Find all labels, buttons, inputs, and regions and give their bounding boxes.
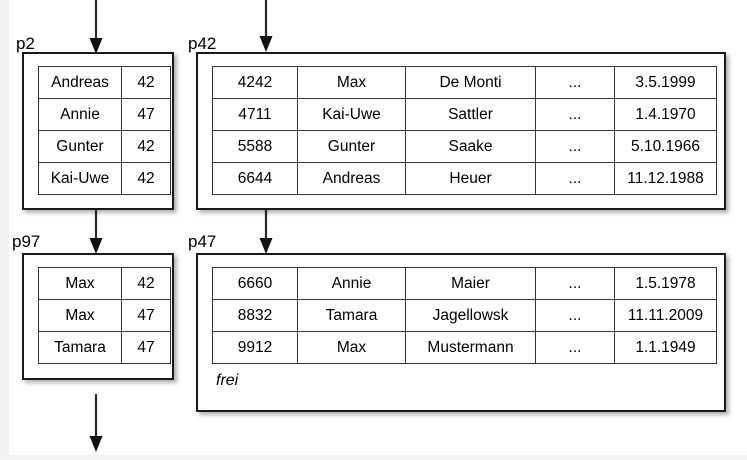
block-label-p42: p42 [188,34,217,53]
cell-lastname: Mustermann [405,331,536,364]
cell-id: 5588 [212,130,298,163]
table-row[interactable]: Andreas 42 [38,66,171,99]
cell-value: 42 [121,130,171,163]
page-margin-band [0,0,9,460]
block-p47[interactable]: 6660 Annie Maier ... 1.5.1978 8832 Tamar… [196,253,726,412]
cell-firstname: Annie [297,267,406,300]
cell-value: 42 [121,267,171,300]
cell-more: ... [535,162,615,195]
cell-value: 42 [121,162,171,195]
cell-id: 6660 [212,267,298,300]
table-row[interactable]: 4242 Max De Monti ... 3.5.1999 [212,66,717,99]
table-row[interactable]: 8832 Tamara Jagellowsk ... 11.11.2009 [212,299,717,332]
cell-more: ... [535,267,615,300]
cell-name: Kai-Uwe [38,162,122,195]
cell-value: 47 [121,331,171,364]
table-p47: 6660 Annie Maier ... 1.5.1978 8832 Tamar… [212,267,717,364]
cell-more: ... [535,98,615,131]
table-row[interactable]: 6660 Annie Maier ... 1.5.1978 [212,267,717,300]
cell-firstname: Gunter [297,130,406,163]
table-row[interactable]: 9912 Max Mustermann ... 1.1.1949 [212,331,717,364]
page-bottom-band [0,455,747,460]
cell-more: ... [535,299,615,332]
cell-id: 6644 [212,162,298,195]
cell-name: Max [38,267,122,300]
free-space-label: frei [216,372,239,389]
cell-id: 4242 [212,66,298,99]
cell-lastname: Heuer [405,162,536,195]
table-row[interactable]: Tamara 47 [38,331,171,364]
cell-lastname: Sattler [405,98,536,131]
cell-firstname: Max [297,331,406,364]
cell-value: 47 [121,299,171,332]
cell-more: ... [535,66,615,99]
arrow-into-p2 [89,0,103,54]
table-row[interactable]: 5588 Gunter Saake ... 5.10.1966 [212,130,717,163]
cell-date: 1.1.1949 [614,331,717,364]
table-row[interactable]: Max 47 [38,299,171,332]
cell-firstname: Andreas [297,162,406,195]
cell-lastname: Jagellowsk [405,299,536,332]
arrow-out-of-p97 [89,394,103,452]
cell-id: 8832 [212,299,298,332]
table-row[interactable]: 4711 Kai-Uwe Sattler ... 1.4.1970 [212,98,717,131]
table-row[interactable]: Gunter 42 [38,130,171,163]
table-p2: Andreas 42 Annie 47 Gunter 42 Kai-Uwe 42 [38,66,171,195]
cell-date: 3.5.1999 [614,66,717,99]
block-label-p47: p47 [188,232,217,251]
table-row[interactable]: 6644 Andreas Heuer ... 11.12.1988 [212,162,717,195]
cell-more: ... [535,130,615,163]
table-row[interactable]: Max 42 [38,267,171,300]
cell-firstname: Kai-Uwe [297,98,406,131]
cell-value: 42 [121,66,171,99]
cell-id: 4711 [212,98,298,131]
block-p42[interactable]: 4242 Max De Monti ... 3.5.1999 4711 Kai-… [196,52,726,210]
cell-id: 9912 [212,331,298,364]
cell-date: 11.12.1988 [614,162,717,195]
cell-firstname: Max [297,66,406,99]
arrow-into-p42 [259,0,273,52]
cell-date: 1.5.1978 [614,267,717,300]
cell-name: Max [38,299,122,332]
cell-name: Annie [38,98,122,131]
block-p97[interactable]: Max 42 Max 47 Tamara 47 [22,253,174,380]
table-p42: 4242 Max De Monti ... 3.5.1999 4711 Kai-… [212,66,717,195]
cell-value: 47 [121,98,171,131]
cell-more: ... [535,331,615,364]
cell-lastname: Saake [405,130,536,163]
cell-date: 5.10.1966 [614,130,717,163]
cell-name: Tamara [38,331,122,364]
cell-date: 11.11.2009 [614,299,717,332]
cell-lastname: Maier [405,267,536,300]
cell-firstname: Tamara [297,299,406,332]
table-row[interactable]: Kai-Uwe 42 [38,162,171,195]
cell-lastname: De Monti [405,66,536,99]
cell-name: Gunter [38,130,122,163]
block-p2[interactable]: Andreas 42 Annie 47 Gunter 42 Kai-Uwe 42 [22,52,174,210]
table-p97: Max 42 Max 47 Tamara 47 [38,267,171,364]
cell-date: 1.4.1970 [614,98,717,131]
cell-name: Andreas [38,66,122,99]
block-label-p97: p97 [12,232,41,251]
table-row[interactable]: Annie 47 [38,98,171,131]
block-label-p2: p2 [16,34,35,53]
